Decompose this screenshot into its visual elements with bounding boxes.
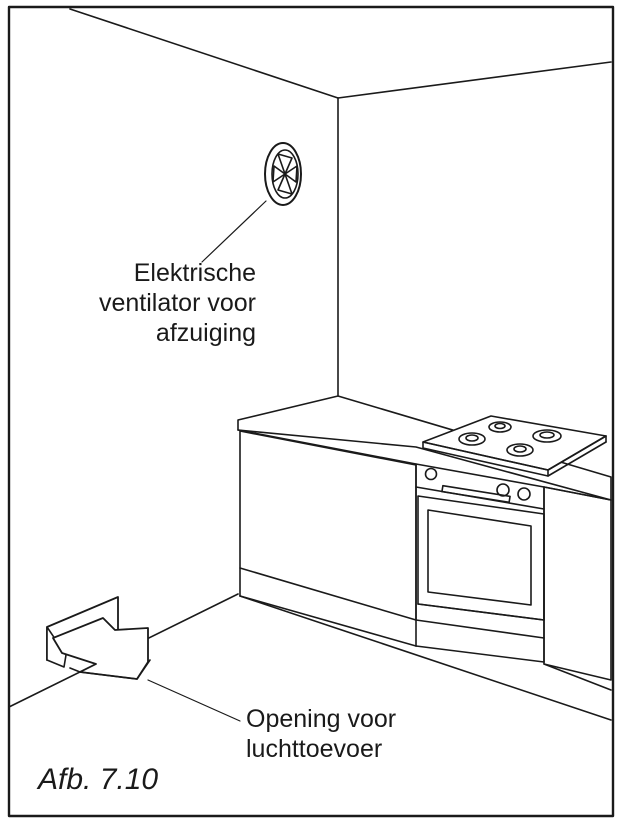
figure-frame — [7, 5, 615, 818]
gas-hob — [422, 415, 607, 477]
vent-label-line1: Opening voor — [246, 705, 397, 733]
vent-label: Opening voor luchttoevoer — [246, 704, 396, 764]
fan-label-line2: ventilator voor — [98, 289, 256, 317]
fan-label: Elektrische ventilator voor afzuiging — [60, 258, 256, 348]
figure-caption: Afb. 7.10 — [38, 763, 159, 796]
room-walls — [8, 8, 612, 708]
vent-label-line2: luchttoevoer — [246, 735, 383, 763]
fan-label-line3: afzuiging — [155, 319, 256, 347]
exhaust-fan — [201, 142, 302, 263]
oven — [415, 467, 545, 621]
air-supply-vent — [46, 596, 241, 722]
fan-label-line1: Elektrische — [133, 259, 256, 287]
